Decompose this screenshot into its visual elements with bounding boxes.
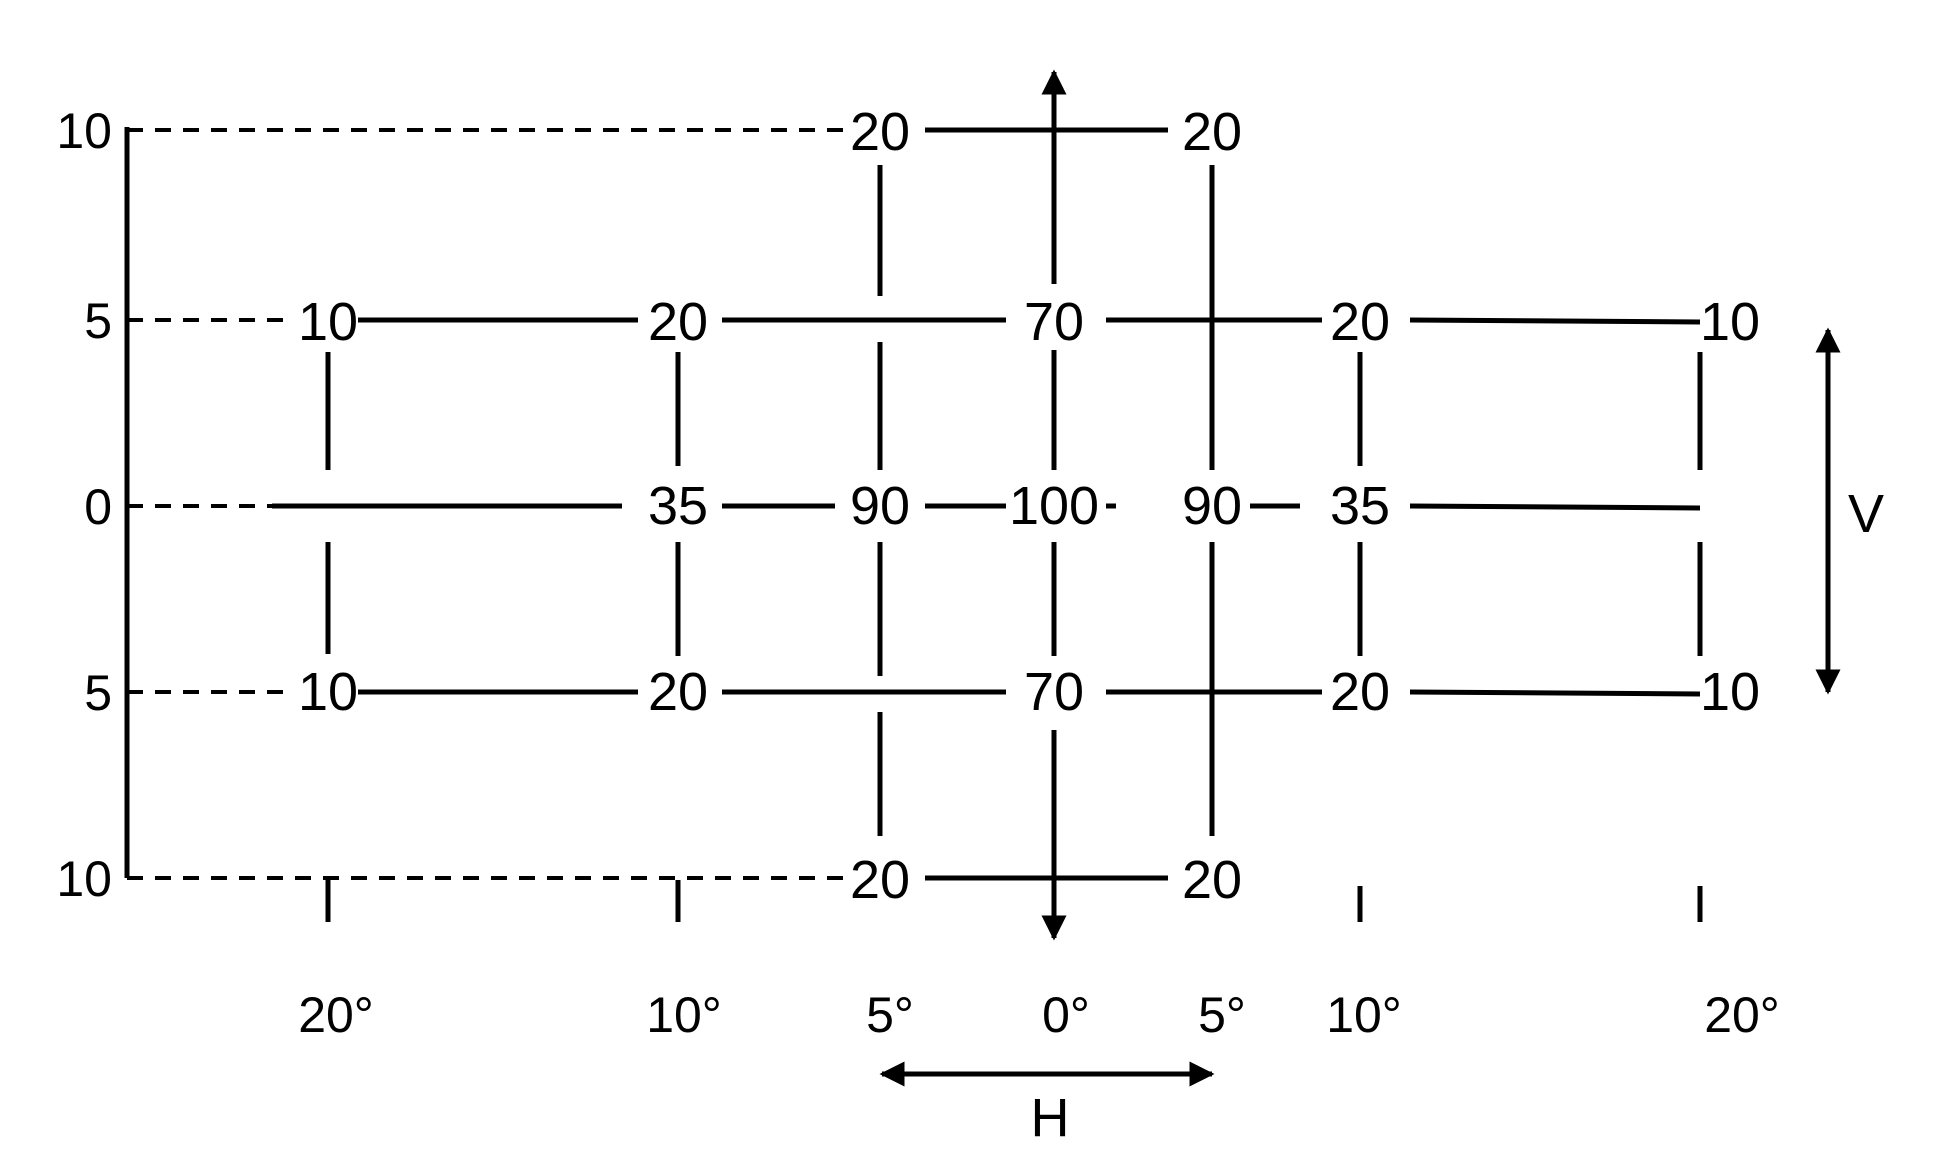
cell-value: 20 bbox=[1182, 102, 1242, 162]
v-axis-label: 5 bbox=[84, 665, 112, 721]
h-axis-label: 10° bbox=[1326, 987, 1402, 1043]
cell-value: 70 bbox=[1024, 292, 1084, 352]
cell-value: 35 bbox=[1330, 476, 1390, 536]
h-line-row2-f bbox=[1409, 503, 1701, 511]
h-line-row1-d bbox=[1409, 317, 1701, 325]
cell-value: 20 bbox=[850, 850, 910, 910]
h-line-row3-d bbox=[1409, 689, 1701, 697]
dashed-leaders bbox=[127, 128, 845, 880]
cell-value: 20 bbox=[648, 662, 708, 722]
v-axis-label: 10 bbox=[56, 103, 112, 159]
cell-value: 20 bbox=[1182, 850, 1242, 910]
cell-value: 70 bbox=[1024, 662, 1084, 722]
cell-value: 100 bbox=[1009, 476, 1099, 536]
h-axis-label: 20° bbox=[1704, 987, 1780, 1043]
h-axis-label: 20° bbox=[298, 987, 374, 1043]
cell-value: 20 bbox=[850, 102, 910, 162]
h-axis-label: 5° bbox=[1198, 987, 1246, 1043]
v-axis-label: 5 bbox=[84, 293, 112, 349]
cell-value: 10 bbox=[298, 292, 358, 352]
v-axis-title: V bbox=[1848, 484, 1884, 544]
cell-value: 90 bbox=[850, 476, 910, 536]
cell-value: 20 bbox=[1330, 662, 1390, 722]
v-axis-labels: 10 5 0 5 10 bbox=[56, 103, 112, 907]
vertical-grid-lines bbox=[325, 165, 1703, 922]
h-axis-label: 5° bbox=[866, 987, 914, 1043]
cell-value-labels: 20 20 10 20 70 20 10 35 90 100 90 35 10 20 70 20 10 20 20 bbox=[298, 102, 1760, 910]
v-axis-label: 0 bbox=[84, 479, 112, 535]
h-axis-title: H bbox=[1031, 1088, 1070, 1148]
cell-value: 10 bbox=[298, 662, 358, 722]
cell-value: 20 bbox=[1330, 292, 1390, 352]
cell-value: 20 bbox=[648, 292, 708, 352]
horizontal-grid-lines bbox=[272, 127, 1701, 881]
h-axis-label: 0° bbox=[1042, 987, 1090, 1043]
h-axis-label: 10° bbox=[646, 987, 722, 1043]
cell-value: 90 bbox=[1182, 476, 1242, 536]
cell-value: 10 bbox=[1700, 662, 1760, 722]
cell-value: 35 bbox=[648, 476, 708, 536]
cell-value: 10 bbox=[1700, 292, 1760, 352]
v-axis-label: 10 bbox=[56, 851, 112, 907]
h-axis-labels: 20° 10° 5° 0° 5° 10° 20° bbox=[298, 987, 1780, 1043]
